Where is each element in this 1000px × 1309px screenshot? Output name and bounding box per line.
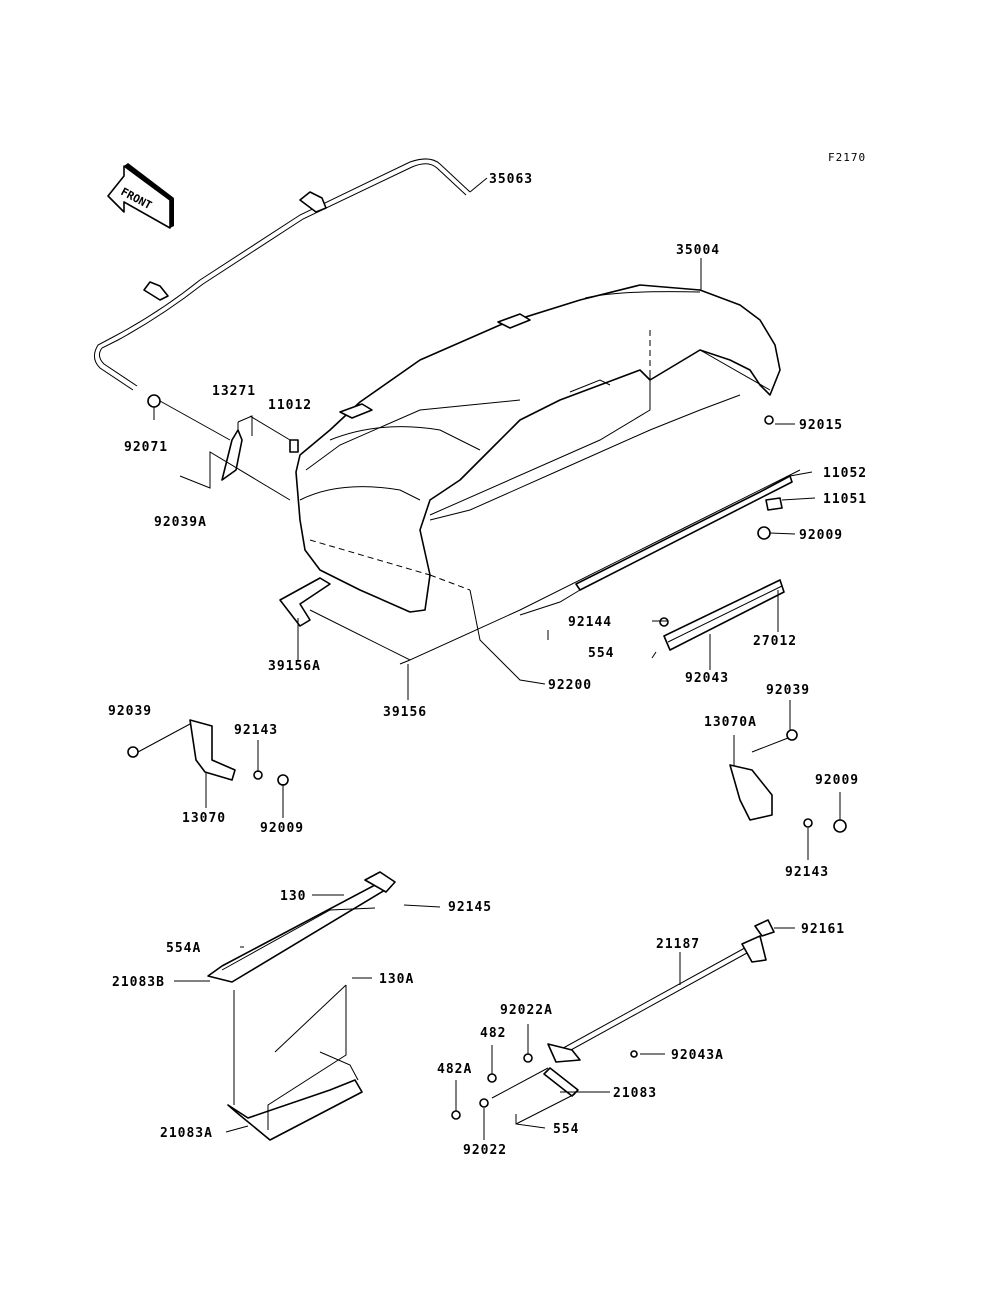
callout-92022a: 92022A <box>500 1003 553 1018</box>
leader-lines <box>137 177 841 1140</box>
callout-21083: 21083 <box>613 1086 657 1101</box>
callout-92009-right: 92009 <box>815 773 859 788</box>
callout-92144: 92144 <box>568 615 612 630</box>
washer-icon <box>147 394 161 408</box>
callout-92143-right: 92143 <box>785 865 829 880</box>
clip-icon <box>659 617 669 627</box>
callout-35004: 35004 <box>676 243 720 258</box>
callout-130a: 130A <box>379 972 414 987</box>
bolt-icon <box>757 526 771 540</box>
callout-11012: 11012 <box>268 398 312 413</box>
callout-92145: 92145 <box>448 900 492 915</box>
callout-554a: 554A <box>166 941 201 956</box>
part-hinge-right <box>729 729 847 833</box>
callout-13070a: 13070A <box>704 715 757 730</box>
callout-39156a: 39156A <box>268 659 321 674</box>
callout-39156: 39156 <box>383 705 427 720</box>
callout-92071: 92071 <box>124 440 168 455</box>
callout-13271: 13271 <box>212 384 256 399</box>
callout-92043: 92043 <box>685 671 729 686</box>
part-left-bracket <box>221 415 299 481</box>
callout-92009-left: 92009 <box>260 821 304 836</box>
callout-92043a: 92043A <box>671 1048 724 1063</box>
callout-92200: 92200 <box>548 678 592 693</box>
callout-482: 482 <box>480 1026 506 1041</box>
callout-554-lower: 554 <box>553 1122 579 1137</box>
callout-35063: 35063 <box>489 172 533 187</box>
callout-92143-left: 92143 <box>234 723 278 738</box>
part-seat-frame <box>207 871 396 1141</box>
callout-482a: 482A <box>437 1062 472 1077</box>
figure-code: F2170 <box>828 151 866 164</box>
part-rod <box>451 919 775 1120</box>
callout-92015: 92015 <box>799 418 843 433</box>
callout-130: 130 <box>280 889 306 904</box>
callout-92039-right: 92039 <box>766 683 810 698</box>
bracket-icon <box>765 497 783 511</box>
callout-13070: 13070 <box>182 811 226 826</box>
callout-554-upper: 554 <box>588 646 614 661</box>
callout-92022: 92022 <box>463 1143 507 1158</box>
callout-labels: 35063 35004 13271 11012 92071 92039A 920… <box>108 172 867 1158</box>
part-frame-rail <box>94 158 471 391</box>
callout-92009-upper: 92009 <box>799 528 843 543</box>
part-bracket-rail <box>575 475 793 651</box>
nut-icon <box>764 415 774 425</box>
callout-92161: 92161 <box>801 922 845 937</box>
callout-11051: 11051 <box>823 492 867 507</box>
front-arrow-icon: FRONT <box>107 163 174 229</box>
callout-21187: 21187 <box>656 937 700 952</box>
part-strip <box>279 577 331 627</box>
callout-21083a: 21083A <box>160 1126 213 1141</box>
part-hinge-left <box>127 719 289 786</box>
callout-92039a-upper: 92039A <box>154 515 207 530</box>
callout-11052: 11052 <box>823 466 867 481</box>
callout-21083b: 21083B <box>112 975 165 990</box>
callout-27012: 27012 <box>753 634 797 649</box>
part-rear-body <box>295 284 781 613</box>
callout-92039-left: 92039 <box>108 704 152 719</box>
part-floor-mat <box>309 469 801 665</box>
